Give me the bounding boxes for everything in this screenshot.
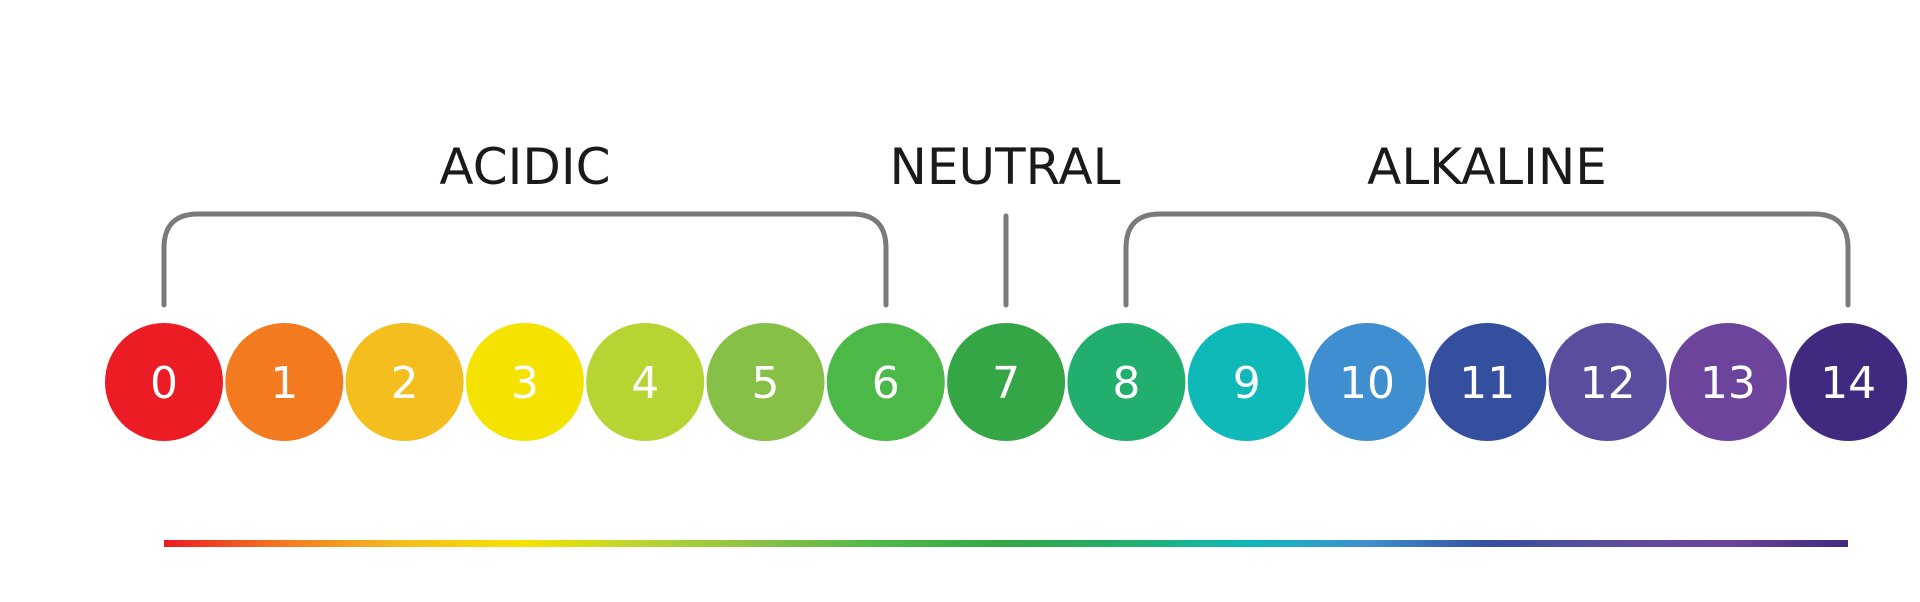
ph-circle-6 — [826, 323, 945, 441]
ph-circle-14 — [1789, 323, 1908, 441]
ph-number-8: 8 — [1112, 358, 1140, 409]
ph-number-14: 14 — [1820, 358, 1876, 409]
ph-number-9: 9 — [1233, 358, 1261, 409]
ph-number-12: 12 — [1580, 358, 1636, 409]
acidic-label: ACIDIC — [439, 138, 610, 196]
ph-circle-11 — [1428, 323, 1547, 441]
ph-circle-13 — [1668, 323, 1787, 441]
ph-circle-9 — [1187, 323, 1306, 441]
ph-number-6: 6 — [872, 358, 900, 409]
ph-circle-0 — [105, 323, 223, 441]
ph-circle-5 — [706, 323, 825, 441]
neutral-label: NEUTRAL — [890, 138, 1121, 196]
acidic-bracket — [161, 211, 889, 308]
alkaline-label: ALKALINE — [1367, 138, 1607, 196]
ph-number-10: 10 — [1339, 358, 1395, 409]
ph-number-3: 3 — [511, 358, 539, 409]
ph-number-7: 7 — [992, 358, 1020, 409]
ph-circle-12 — [1548, 323, 1667, 441]
ph-number-0: 0 — [150, 358, 178, 409]
ph-number-11: 11 — [1459, 358, 1515, 409]
ph-circle-8 — [1067, 323, 1186, 441]
ph-circle-10 — [1308, 323, 1426, 441]
ph-circle-7 — [947, 323, 1066, 441]
alkaline-bracket — [1123, 211, 1851, 308]
ph-circle-4 — [586, 323, 705, 441]
ph-circle-2 — [345, 323, 464, 441]
ph-circle-1 — [225, 323, 344, 441]
ph-number-13: 13 — [1700, 358, 1756, 409]
ph-circle-3 — [465, 323, 584, 441]
ph-number-5: 5 — [752, 358, 780, 409]
ph-spectrum-bar — [164, 540, 1848, 547]
ph-number-1: 1 — [270, 358, 298, 409]
ph-number-2: 2 — [391, 358, 419, 409]
ph-number-4: 4 — [631, 358, 659, 409]
